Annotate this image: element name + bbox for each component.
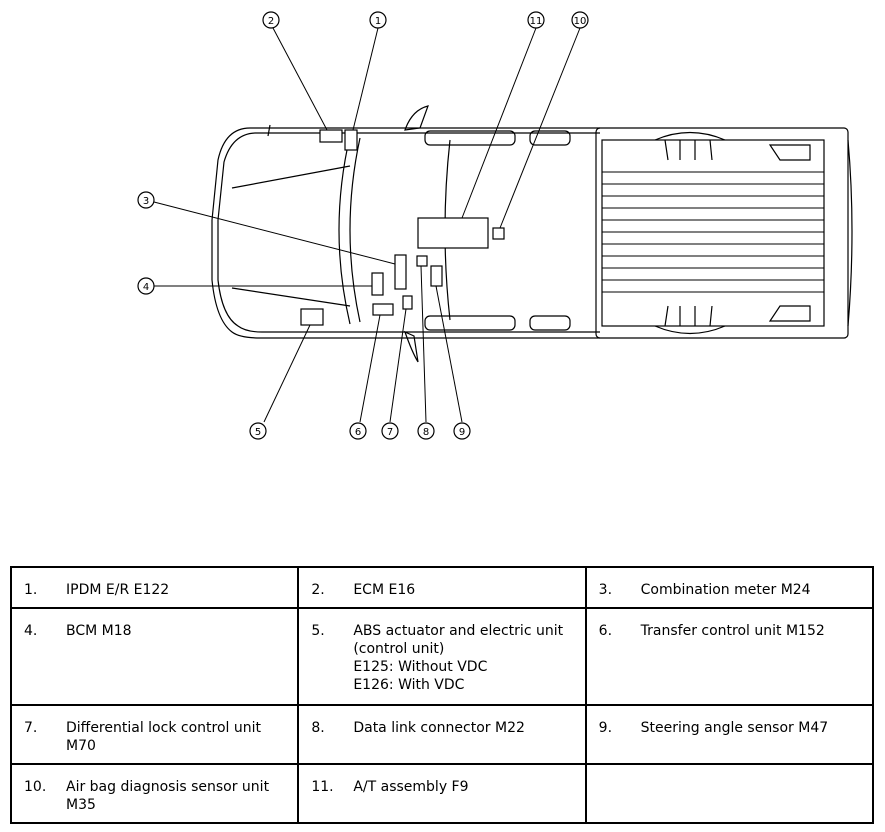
legend-text: A/T assembly F9 bbox=[353, 779, 469, 795]
component-10-box bbox=[492, 227, 505, 240]
legend-cell: 5. ABS actuator and electric unit (contro… bbox=[297, 607, 587, 706]
svg-text:11: 11 bbox=[530, 16, 543, 27]
component-8-box bbox=[416, 255, 428, 267]
legend-text: Differential lock control unit M70 bbox=[66, 720, 261, 754]
legend-cell: 11. A/T assembly F9 bbox=[297, 763, 587, 824]
legend-text: Combination meter M24 bbox=[640, 582, 811, 598]
legend-number: 1. bbox=[24, 582, 38, 598]
callout-2: 2 bbox=[262, 11, 280, 29]
legend-text: Air bag diagnosis sensor unit M35 bbox=[66, 779, 270, 813]
legend-cell: 3. Combination meter M24 bbox=[584, 566, 875, 609]
svg-text:7: 7 bbox=[387, 427, 393, 438]
legend-number: 5. bbox=[311, 623, 325, 639]
legend-row: 7. Differential lock control unit M70 8. D… bbox=[9, 704, 875, 765]
callout-7: 7 bbox=[381, 422, 399, 440]
leader-lines bbox=[153, 27, 581, 423]
svg-text:6: 6 bbox=[355, 427, 361, 438]
legend-cell: 6. Transfer control unit M152 bbox=[584, 607, 875, 706]
legend-number: 8. bbox=[311, 720, 325, 736]
callout-8: 8 bbox=[417, 422, 435, 440]
callout-5: 5 bbox=[249, 422, 267, 440]
legend-cell: 1. IPDM E/R E122 bbox=[9, 566, 300, 609]
callout-11: 11 bbox=[527, 11, 545, 29]
callout-1: 1 bbox=[369, 11, 387, 29]
component-9-box bbox=[430, 265, 443, 287]
legend-number: 3. bbox=[598, 582, 613, 598]
svg-text:4: 4 bbox=[143, 282, 149, 293]
legend-cell: 4. BCM M18 bbox=[9, 607, 300, 706]
legend-text: Steering angle sensor M47 bbox=[640, 720, 829, 736]
vehicle-component-location-diagram: 2 1 11 10 3 4 5 6 bbox=[137, 11, 853, 440]
callout-6: 6 bbox=[349, 422, 367, 440]
legend-number: 4. bbox=[24, 623, 38, 639]
component-4-box bbox=[371, 272, 384, 296]
legend-text: Data link connector M22 bbox=[353, 720, 525, 736]
svg-text:1: 1 bbox=[375, 16, 381, 27]
legend-text: BCM M18 bbox=[66, 623, 132, 639]
truck-outline bbox=[211, 105, 853, 363]
component-6-box bbox=[372, 303, 394, 316]
legend-cell: 8. Data link connector M22 bbox=[297, 704, 587, 765]
legend-cell-empty bbox=[584, 763, 875, 824]
legend-number: 6. bbox=[598, 623, 613, 639]
legend-cell: 9. Steering angle sensor M47 bbox=[584, 704, 875, 765]
legend-text: ABS actuator and electric unit (control … bbox=[353, 623, 564, 693]
legend-number: 2. bbox=[311, 582, 325, 598]
legend-row: 1. IPDM E/R E122 2. ECM E16 3. Combination … bbox=[9, 566, 875, 609]
legend-text: ECM E16 bbox=[353, 582, 416, 598]
legend-cell: 2. ECM E16 bbox=[297, 566, 587, 609]
svg-text:8: 8 bbox=[423, 427, 429, 438]
component-5-box bbox=[300, 308, 324, 326]
component-11-box bbox=[417, 217, 489, 249]
legend-text: IPDM E/R E122 bbox=[66, 582, 170, 598]
legend-number: 9. bbox=[598, 720, 613, 736]
callout-10: 10 bbox=[571, 11, 589, 29]
component-2-box bbox=[319, 129, 343, 143]
component-boxes bbox=[300, 129, 505, 326]
callout-9: 9 bbox=[453, 422, 471, 440]
component-3-box bbox=[394, 254, 407, 290]
svg-text:10: 10 bbox=[574, 16, 587, 27]
svg-text:9: 9 bbox=[459, 427, 465, 438]
callout-4: 4 bbox=[137, 277, 155, 295]
legend-number: 11. bbox=[311, 779, 334, 795]
svg-text:3: 3 bbox=[143, 196, 149, 207]
legend-row: 4. BCM M18 5. ABS actuator and electric un… bbox=[9, 607, 875, 706]
svg-text:2: 2 bbox=[268, 16, 274, 27]
component-7-box bbox=[402, 295, 413, 310]
legend-row: 10. Air bag diagnosis sensor unit M35 11.… bbox=[9, 763, 875, 824]
legend-cell: 7. Differential lock control unit M70 bbox=[9, 704, 300, 765]
component-legend-table: 1. IPDM E/R E122 2. ECM E16 3. Combination … bbox=[9, 566, 875, 824]
component-1-box bbox=[344, 129, 358, 151]
legend-cell: 10. Air bag diagnosis sensor unit M35 bbox=[9, 763, 300, 824]
bed-ribs bbox=[602, 171, 824, 293]
svg-text:5: 5 bbox=[255, 427, 261, 438]
legend-number: 7. bbox=[24, 720, 38, 736]
callout-markers: 2 1 11 10 3 4 5 6 bbox=[137, 11, 589, 440]
callout-3: 3 bbox=[137, 191, 155, 209]
legend-text: Transfer control unit M152 bbox=[640, 623, 825, 639]
legend-number: 10. bbox=[24, 779, 47, 795]
